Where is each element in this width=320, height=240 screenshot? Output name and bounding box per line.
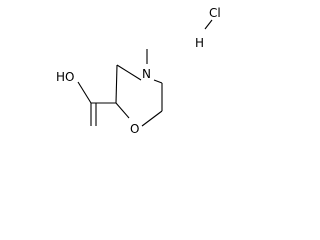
bond-c2-o [115, 102, 130, 119]
atom-chlorine: Cl [209, 6, 221, 20]
atom-hydrogen: H [195, 36, 204, 50]
bond-n-c3 [116, 64, 142, 81]
atom-hydroxyl: HO [56, 70, 74, 84]
atom-oxygen-ring: O [130, 122, 139, 136]
atom-nitrogen: N [142, 67, 151, 81]
bond-c5-n [153, 79, 163, 84]
bond-o-c6 [141, 110, 163, 127]
bond-c3-c2 [115, 64, 118, 104]
structure-diagram: N O HO Cl H [56, 6, 221, 136]
bond-carboxyl-oh [77, 81, 92, 104]
bond-h-cl [204, 19, 213, 30]
